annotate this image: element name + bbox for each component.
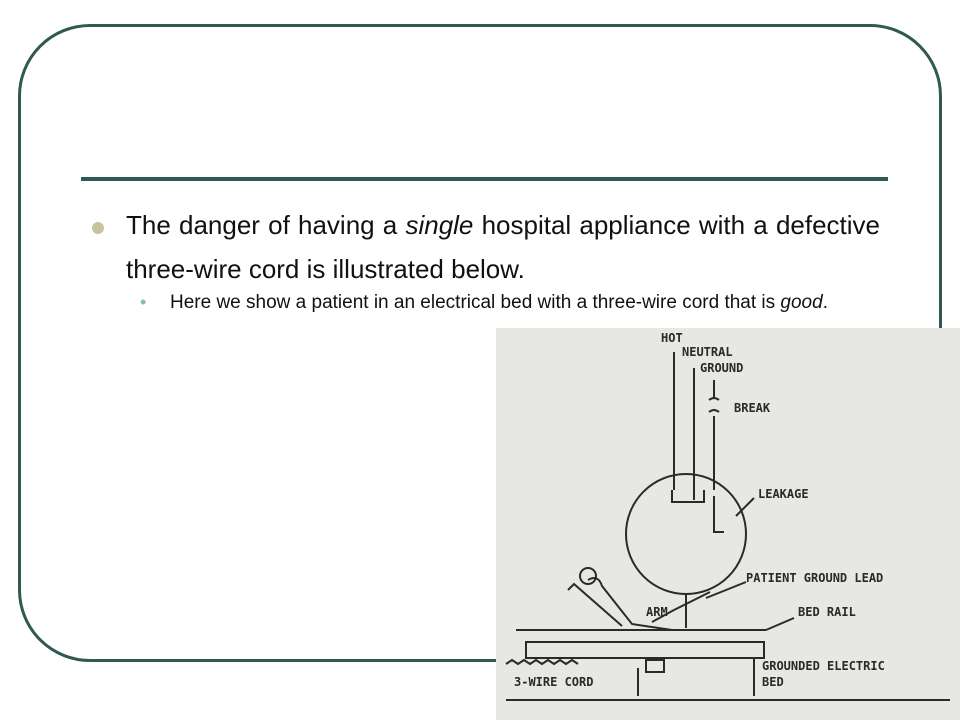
break-mark-1 [708, 397, 720, 401]
label-arm: ARM [646, 605, 668, 619]
sub-bullet-dot: • [140, 292, 147, 312]
patient-head [579, 567, 597, 585]
main-bullet-part1: The danger of having a [126, 210, 406, 240]
label-bed: BED [762, 675, 784, 689]
sub-bullet-italic: good [780, 292, 823, 313]
patient-bed [505, 497, 950, 701]
label-leakage: LEAKAGE [758, 487, 809, 501]
label-three-wire-cord: 3-WIRE CORD [514, 675, 593, 689]
sub-bullet-part2: . [822, 292, 828, 313]
appliance-block [671, 490, 705, 503]
title-divider [81, 177, 888, 181]
appliance-circle [625, 473, 747, 595]
cord-zigzag [505, 658, 579, 666]
bullet-dot [92, 222, 104, 234]
outlet-box [645, 659, 665, 673]
arm-pointer [651, 591, 711, 623]
diagram-svg: HOT NEUTRAL GROUND BREAK LEAKAGE PATIENT… [505, 331, 950, 701]
leakage-path [713, 496, 724, 533]
break-mark-2 [708, 409, 720, 413]
label-break: BREAK [734, 401, 771, 415]
sub-bullet-text: Here we show a patient in an electrical … [170, 292, 880, 314]
label-bed-rail: BED RAIL [798, 605, 856, 619]
bed-leakage-diagram: HOT NEUTRAL GROUND BREAK LEAKAGE PATIENT… [496, 328, 960, 720]
ground-lead-pointer [705, 581, 747, 599]
leakage-pointer [735, 497, 755, 517]
main-bullet-text: The danger of having a single hospital a… [126, 203, 880, 291]
label-patient-ground-lead: PATIENT GROUND LEAD [746, 571, 883, 585]
wires [671, 352, 724, 533]
label-ground: GROUND [700, 361, 743, 375]
label-neutral: NEUTRAL [682, 345, 733, 359]
bed-rail-pointer [765, 617, 795, 631]
bed-back [567, 582, 623, 627]
main-bullet-italic: single [405, 210, 474, 240]
bed-base [525, 641, 765, 659]
label-hot: HOT [661, 331, 683, 345]
patient-body [587, 577, 732, 631]
label-grounded-electric: GROUNDED ELECTRIC [762, 659, 885, 673]
main-bullet-part2: hospital appliance with a defective thre… [126, 210, 881, 284]
sub-bullet-part1: Here we show a patient in an electrical … [170, 292, 781, 313]
